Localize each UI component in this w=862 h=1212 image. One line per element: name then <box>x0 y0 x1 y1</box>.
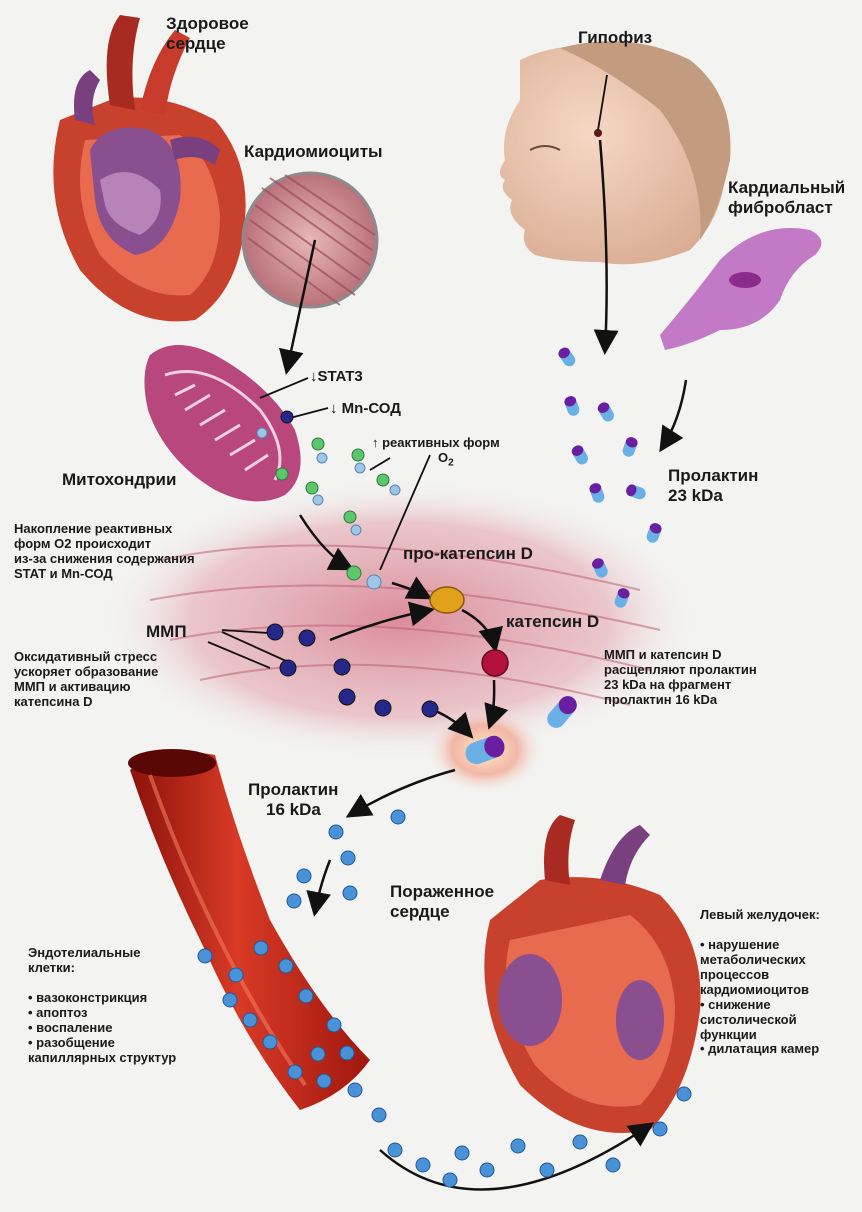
healthy-heart-label: Здоровое сердце <box>166 14 249 53</box>
cardiomyocyte-lens-icon <box>243 173 377 307</box>
healthy-heart-icon <box>53 15 245 321</box>
stat3-label: ↓STAT3 <box>310 368 363 385</box>
prolactin-16-label: Пролактин 16 kDa <box>248 780 338 819</box>
pro-cathepsin-molecule <box>430 587 464 613</box>
arrow-to-affected-heart <box>380 1125 650 1190</box>
cathepsin-label: катепсин D <box>506 612 599 632</box>
mmp-label: ММП <box>146 622 187 642</box>
affected-heart-label: Пораженное сердце <box>390 882 494 921</box>
arrow-fibroblast <box>662 380 686 448</box>
pro-cathepsin-label: про-катепсин D <box>403 544 533 564</box>
face-icon <box>500 41 731 264</box>
ros-accumulation-text: Накопление реактивных форм O2 происходит… <box>14 522 195 582</box>
cleavage-text: ММП и катепсин D расщепляют пролактин 23… <box>604 648 757 708</box>
affected-heart-icon <box>484 815 700 1133</box>
cardiac-fibroblast-label: Кардиальный фибробласт <box>728 178 845 217</box>
mitochondria-label: Митохондрии <box>62 470 176 490</box>
mn-sod-label: ↓ Mn-СОД <box>330 400 401 417</box>
arrow-to-vessel <box>315 860 330 912</box>
pituitary-label: Гипофиз <box>578 28 652 48</box>
prolactin-23-label: Пролактин 23 kDa <box>668 466 758 505</box>
left-ventricle-text: Левый желудочек: • нарушение метаболичес… <box>700 908 820 1057</box>
endothelial-cells-text: Эндотелиальные клетки: • вазоконстрикция… <box>28 946 176 1066</box>
oxidative-stress-text: Оксидативный стресс ускоряет образование… <box>14 650 158 710</box>
cathepsin-molecule <box>482 650 508 676</box>
cardiomyocytes-label: Кардиомиоциты <box>244 142 383 162</box>
ros-increase-label: ↑ реактивных форм O2 <box>372 436 500 469</box>
